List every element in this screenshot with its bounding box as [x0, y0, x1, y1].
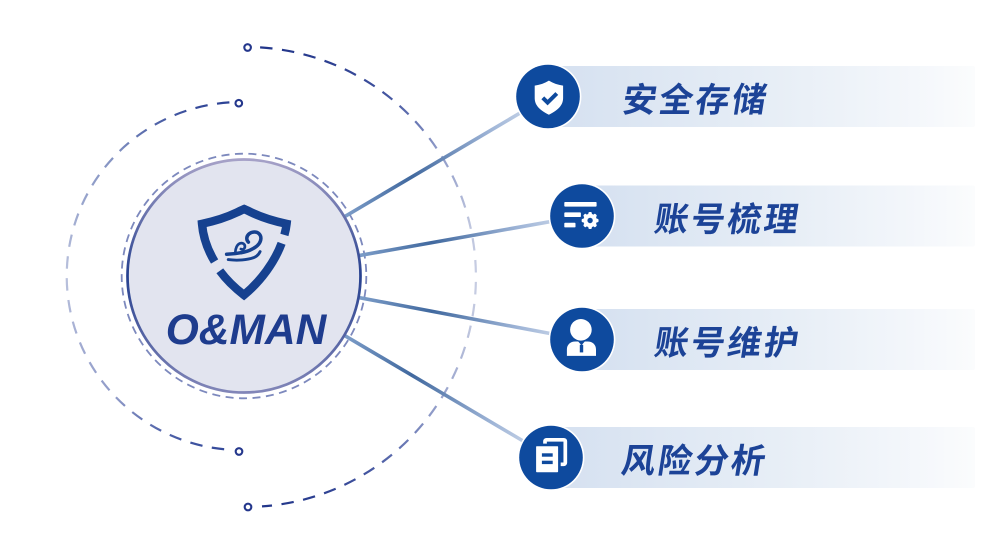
- svg-text:O&MAN: O&MAN: [166, 307, 328, 354]
